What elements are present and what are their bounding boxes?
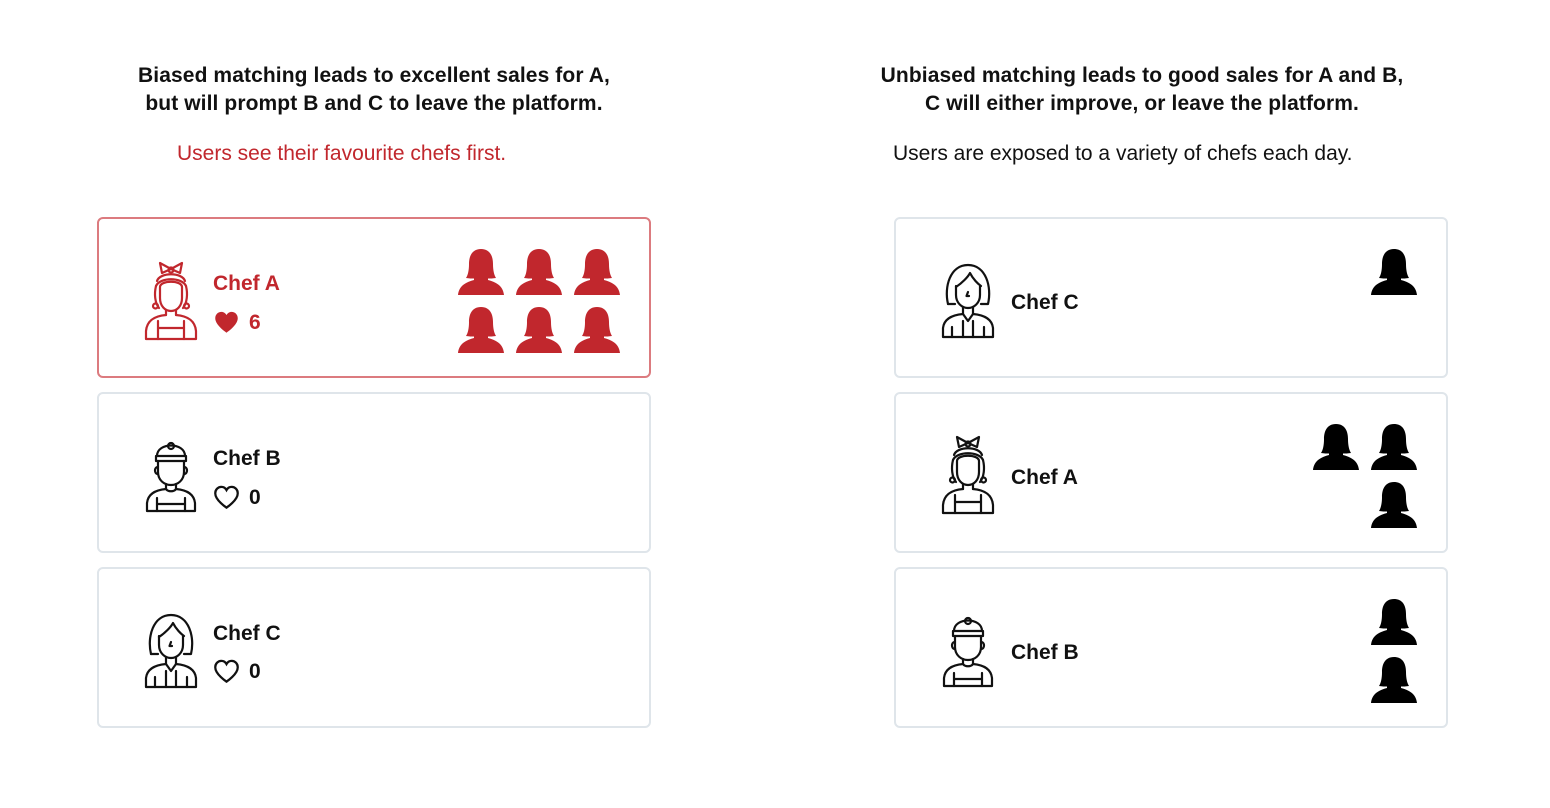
chef-name: Chef B bbox=[213, 447, 281, 470]
chef-name: Chef C bbox=[1011, 291, 1079, 314]
right-panel-subtitle: Users are exposed to a variety of chefs … bbox=[893, 142, 1353, 165]
customer-icon bbox=[457, 248, 505, 296]
chef-b-cap-icon bbox=[141, 434, 201, 514]
chef-name: Chef A bbox=[1011, 466, 1078, 489]
right-card-chef-c: Chef C bbox=[894, 217, 1448, 378]
likes-value: 6 bbox=[249, 310, 261, 334]
heart-filled-icon bbox=[213, 309, 240, 336]
likes-value: 0 bbox=[249, 659, 261, 683]
customer-icon bbox=[457, 306, 505, 354]
customer-icon bbox=[515, 306, 563, 354]
customer-icon bbox=[1312, 423, 1360, 471]
chef-a-bandana-icon bbox=[141, 261, 201, 341]
customer-icon bbox=[573, 248, 621, 296]
chef-name: Chef A bbox=[213, 272, 280, 295]
chef-a-bandana-icon bbox=[938, 435, 998, 515]
left-panel-title: Biased matching leads to excellent sales… bbox=[24, 62, 724, 118]
chef-c-bob-hair-icon bbox=[938, 259, 998, 339]
right-card-chef-b: Chef B bbox=[894, 567, 1448, 728]
right-title-line-1: Unbiased matching leads to good sales fo… bbox=[880, 64, 1404, 87]
chef-name: Chef C bbox=[213, 622, 281, 645]
customer-icon bbox=[1370, 598, 1418, 646]
chef-name: Chef B bbox=[1011, 641, 1079, 664]
customer-icon bbox=[573, 306, 621, 354]
chef-c-bob-hair-icon bbox=[141, 609, 201, 689]
heart-outline-icon bbox=[213, 484, 240, 511]
customer-icon bbox=[1370, 248, 1418, 296]
customer-icon bbox=[515, 248, 563, 296]
left-title-line-1: Biased matching leads to excellent sales… bbox=[138, 64, 610, 87]
heart-outline-icon bbox=[213, 658, 240, 685]
left-card-chef-a: Chef A 6 bbox=[97, 217, 651, 378]
likes-value: 0 bbox=[249, 485, 261, 509]
left-card-chef-c: Chef C 0 bbox=[97, 567, 651, 728]
chef-b-cap-icon bbox=[938, 609, 998, 689]
right-panel-title: Unbiased matching leads to good sales fo… bbox=[792, 62, 1492, 118]
likes-count: 0 bbox=[213, 484, 261, 511]
right-title-line-2: C will either improve, or leave the plat… bbox=[925, 92, 1359, 115]
likes-count: 6 bbox=[213, 309, 261, 336]
customer-icon bbox=[1370, 423, 1418, 471]
right-card-chef-a: Chef A bbox=[894, 392, 1448, 553]
left-title-line-2: but will prompt B and C to leave the pla… bbox=[145, 92, 603, 115]
likes-count: 0 bbox=[213, 658, 261, 685]
customer-icon bbox=[1370, 481, 1418, 529]
customer-icon bbox=[1370, 656, 1418, 704]
left-card-chef-b: Chef B 0 bbox=[97, 392, 651, 553]
left-panel-subtitle: Users see their favourite chefs first. bbox=[177, 142, 507, 165]
